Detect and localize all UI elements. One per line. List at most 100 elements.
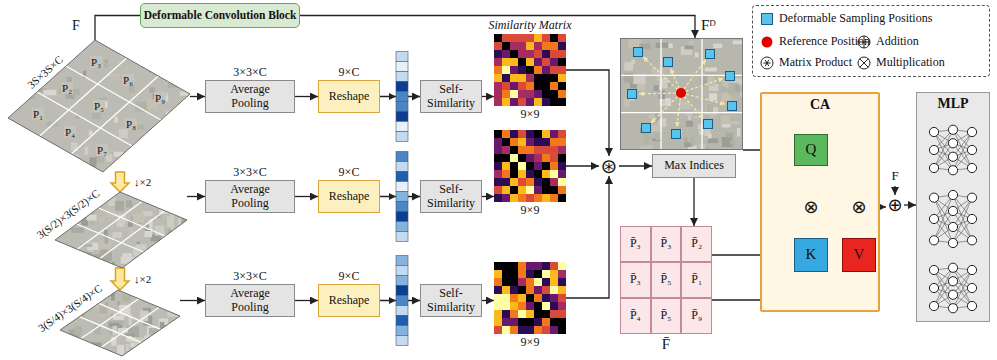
matrix-cell — [550, 66, 558, 74]
matrix-cell — [502, 310, 510, 318]
image-tile — [691, 136, 695, 147]
matrix-cell — [510, 66, 518, 74]
matrix-cell — [550, 50, 558, 58]
image-tile — [105, 59, 108, 63]
sampling-position — [728, 102, 737, 111]
image-outline — [621, 39, 743, 150]
image-tile — [164, 202, 173, 209]
matrix-cell — [518, 178, 526, 186]
node-text: P̄₅ — [661, 309, 672, 323]
connector — [566, 70, 609, 156]
network-neuron — [967, 214, 976, 223]
edge-label: ↓×2 — [133, 273, 152, 285]
image-tile — [113, 316, 124, 320]
matrix-cell — [534, 318, 542, 326]
patch-grid-line — [101, 307, 159, 347]
arrow-head — [389, 93, 396, 100]
image-tile — [144, 340, 149, 343]
image-tile — [62, 248, 75, 253]
node-text: ⊗ — [803, 198, 818, 216]
matrix-cell — [526, 294, 534, 302]
image-tile — [73, 267, 77, 274]
network-neuron — [948, 166, 957, 175]
image-tile — [737, 128, 741, 136]
node-text: Q — [806, 141, 817, 158]
patch-grid-line — [620, 75, 743, 76]
matrix-cell — [558, 34, 566, 42]
feature-vector-cell — [396, 316, 408, 326]
matrix-cell — [542, 310, 550, 318]
matrix-cell — [502, 90, 510, 98]
matrix-cell — [534, 286, 542, 294]
network-neuron — [948, 304, 957, 313]
connector — [482, 96, 494, 97]
node-text: P̄₉ — [691, 309, 702, 323]
network-neuron — [948, 277, 957, 286]
image-tile — [644, 133, 648, 143]
image-tile — [724, 95, 731, 101]
matrix-cell — [518, 194, 526, 202]
image-tile — [730, 141, 736, 145]
input-image: 3(S/2)×3(S/2)×C — [55, 192, 187, 268]
image-tile — [158, 347, 168, 355]
edge-label: ↓×2 — [133, 176, 152, 188]
matrix-cell — [550, 130, 558, 138]
matrix-cell — [534, 178, 542, 186]
image-tile — [713, 44, 722, 48]
matrix-cell — [534, 146, 542, 154]
image-tile — [181, 53, 194, 58]
matrix-cell — [510, 138, 518, 146]
image-tile — [726, 133, 733, 138]
matrix-cell — [510, 318, 518, 326]
image-tile — [112, 232, 122, 238]
matrix-cell — [542, 50, 550, 58]
matrix-cell — [542, 146, 550, 154]
matrix-cell — [494, 170, 502, 178]
network-neuron — [929, 301, 938, 310]
matrix-cell — [550, 278, 558, 286]
neural-network — [917, 93, 991, 323]
patch-label: P₈ — [125, 118, 137, 130]
image-tile — [78, 167, 90, 177]
query-box: Q — [794, 134, 828, 166]
matrix-cell — [558, 286, 566, 294]
image-tile — [170, 245, 174, 253]
feature-vector-cell — [396, 202, 408, 212]
matrix-cell — [502, 42, 510, 50]
network-neuron — [967, 127, 976, 136]
matrix-cell — [510, 90, 518, 98]
matrix-cell — [518, 294, 526, 302]
network-neuron — [967, 283, 976, 292]
image-tile — [185, 241, 193, 250]
matrix-cell — [518, 42, 526, 50]
image-tile — [92, 171, 105, 179]
matrix-cell — [550, 262, 558, 270]
downsample-arrow — [111, 172, 129, 192]
node-text: Average Pooling — [210, 287, 290, 315]
feature-vector-cell — [396, 112, 408, 122]
matrix-cell — [542, 194, 550, 202]
matrix-cell — [550, 194, 558, 202]
legend-symbol — [761, 57, 773, 69]
matrix-cell — [494, 286, 502, 294]
patch-label: P₃ — [90, 56, 102, 68]
image-tile — [709, 93, 717, 100]
node-text: P̄₅ — [661, 273, 672, 287]
matrix-cell — [542, 178, 550, 186]
feature-vector-cell — [396, 326, 408, 336]
image-tile — [659, 90, 666, 99]
matrix-cell — [526, 90, 534, 98]
matrix-cell — [550, 98, 558, 106]
matrix-cell — [518, 74, 526, 82]
node-text: K — [806, 246, 817, 263]
value-box: V — [842, 238, 876, 272]
image-tile — [721, 86, 726, 93]
conv-block: Deformable Convolution Block — [140, 3, 300, 28]
patch-label: P₂ — [61, 82, 73, 94]
index-cell: P̄₁ — [681, 262, 712, 298]
image-tile — [177, 294, 188, 301]
index-cell: P̄₃ — [620, 262, 651, 298]
feature-vector-cell — [396, 222, 408, 232]
matrix-cell — [502, 194, 510, 202]
matrix-cell — [550, 302, 558, 310]
